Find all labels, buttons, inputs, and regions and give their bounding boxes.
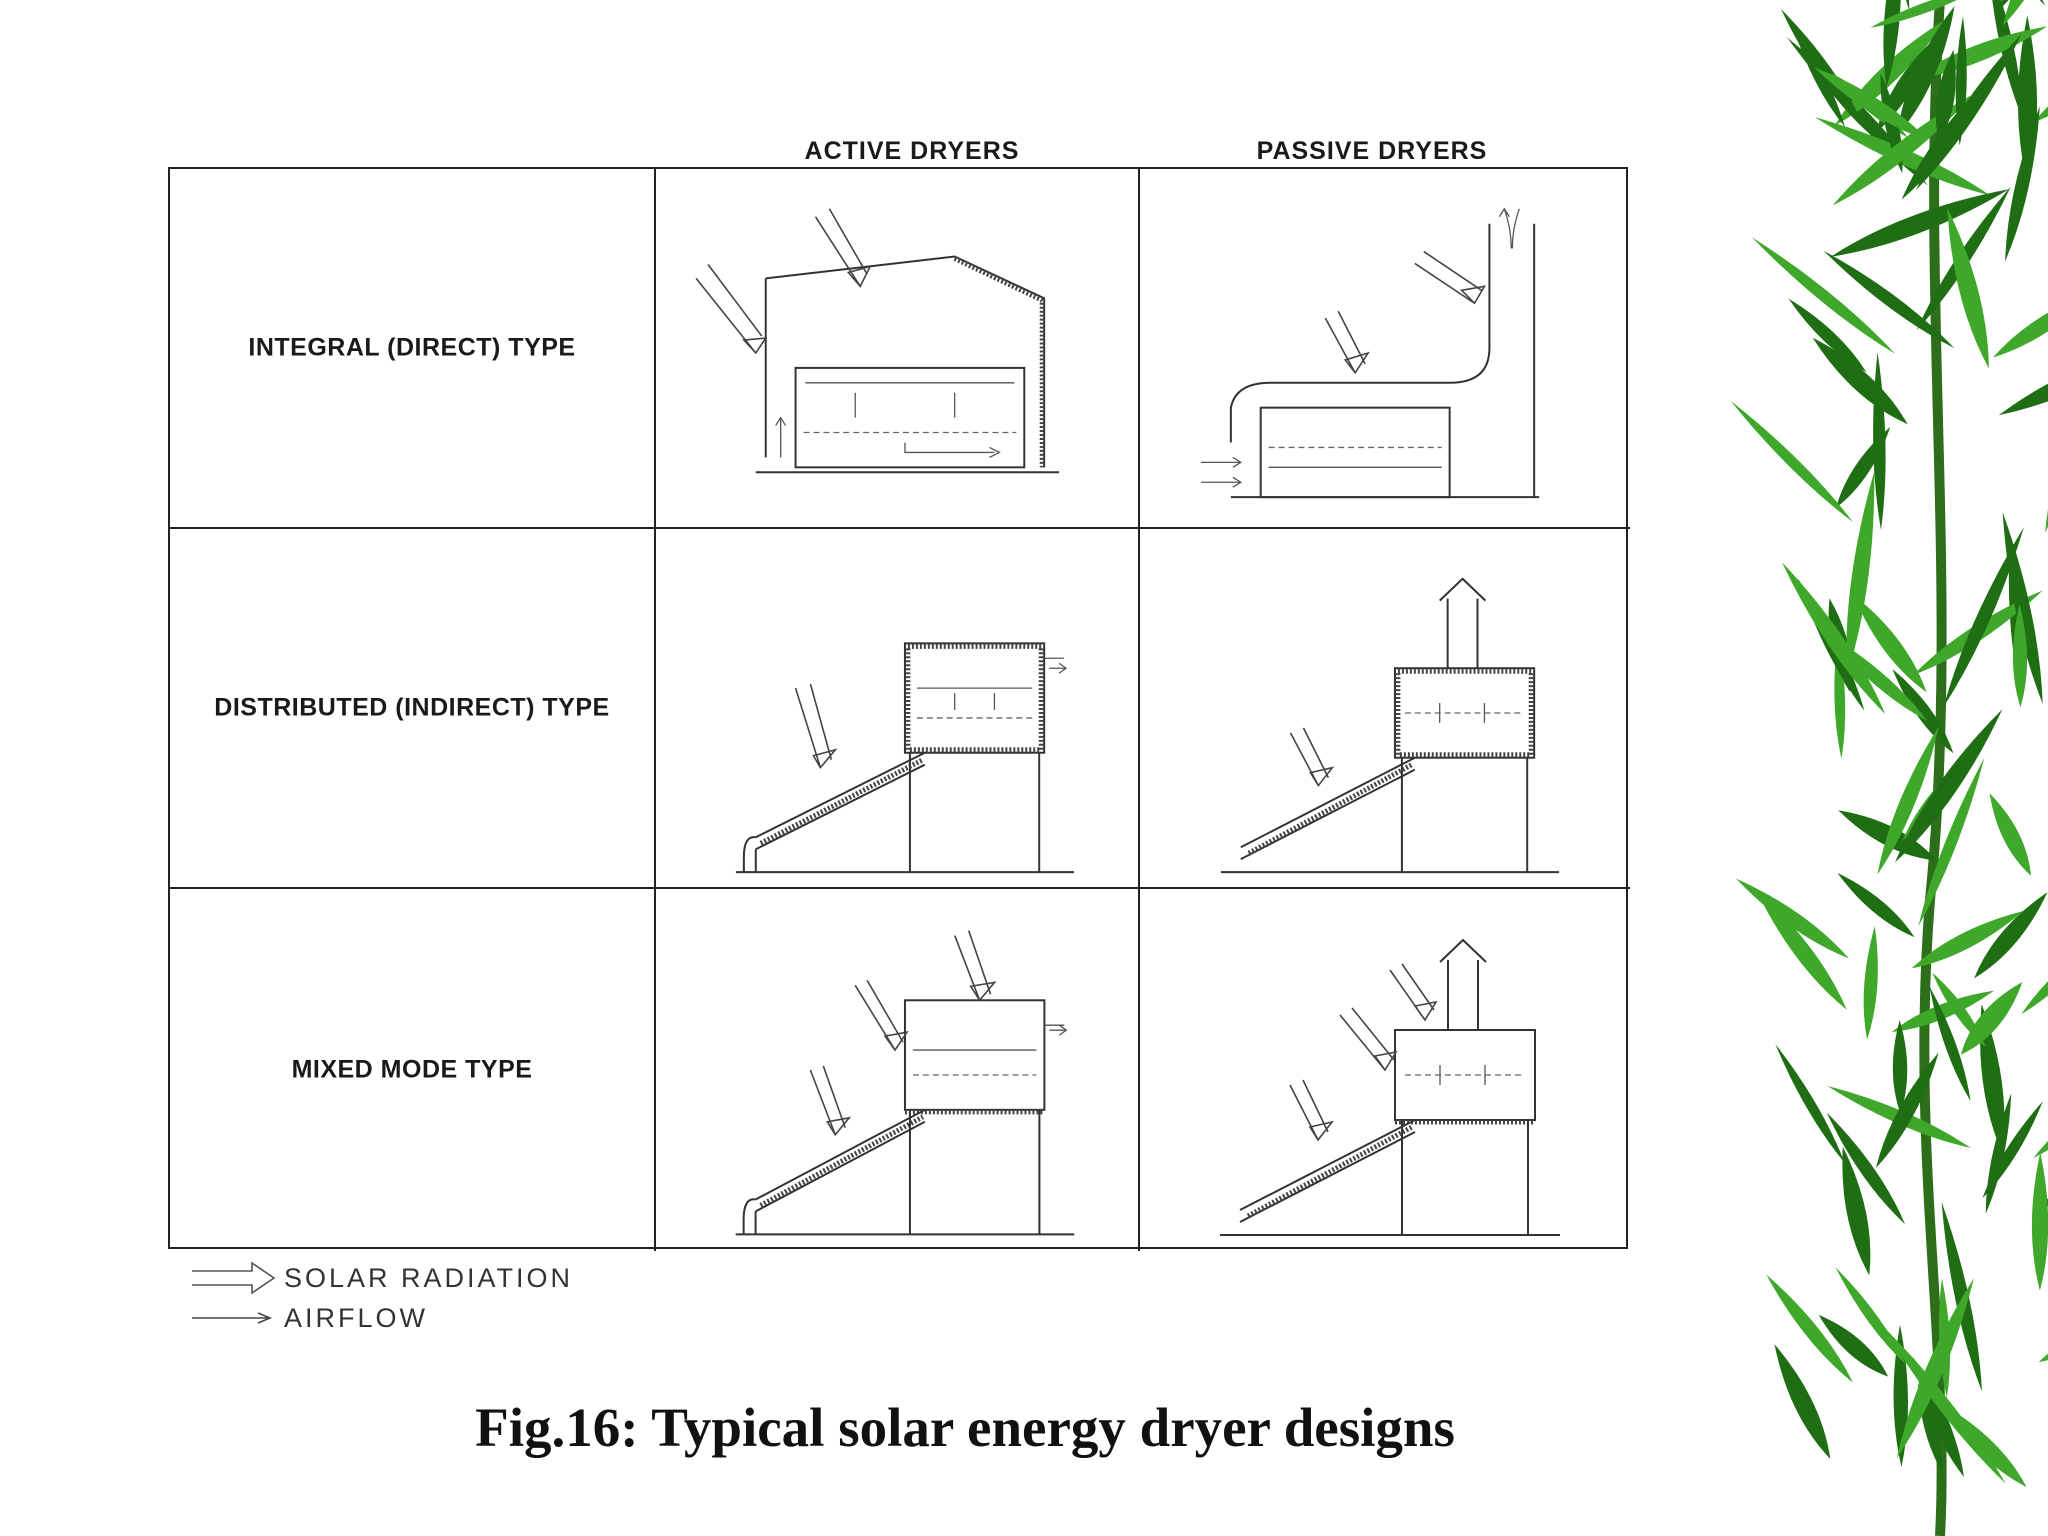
bamboo-leaf bbox=[1823, 250, 1955, 349]
bamboo-leaf bbox=[1832, 93, 1974, 206]
passive-mixed-drawing bbox=[1220, 938, 1560, 1236]
legend-label-solar: SOLAR RADIATION bbox=[284, 1262, 574, 1293]
bamboo-leaf bbox=[1875, 1052, 1939, 1168]
column-header-active: ACTIVE DRYERS bbox=[804, 137, 1020, 165]
line-arrow-icon bbox=[192, 1312, 273, 1324]
bamboo-leaf bbox=[2012, 604, 2028, 708]
bamboo-leaf bbox=[1788, 298, 1867, 373]
bamboo-leaf bbox=[2045, 352, 2048, 533]
bamboo-leaf bbox=[1941, 1201, 1982, 1392]
figure-caption: Fig.16: Typical solar energy dryer desig… bbox=[475, 1397, 1455, 1458]
active-mixed-diagram bbox=[656, 889, 1140, 1251]
bamboo-leaf bbox=[1756, 890, 1847, 1010]
bamboo-leaves-decoration bbox=[1730, 0, 2048, 1536]
passive-mixed-diagram bbox=[1140, 889, 1630, 1251]
legend: SOLAR RADIATION AIRFLOW bbox=[190, 1258, 573, 1338]
bamboo-leaf bbox=[2005, 106, 2040, 262]
passive-integral-diagram bbox=[1140, 169, 1630, 529]
bamboo-leaf bbox=[1846, 471, 1875, 677]
column-header-passive: PASSIVE DRYERS bbox=[1256, 137, 1488, 165]
bamboo-leaf bbox=[1901, 78, 1991, 200]
bamboo-leaf bbox=[1911, 910, 2024, 969]
bamboo-leaf bbox=[1812, 337, 1908, 425]
bamboo-leaf bbox=[1929, 986, 1971, 1102]
bamboo-leaf bbox=[1896, 1277, 1975, 1459]
bamboo-leaf bbox=[1863, 925, 1878, 1040]
passive-distributed-drawing bbox=[1220, 577, 1560, 874]
hollow-arrow-icon bbox=[192, 1261, 276, 1295]
active-distributed-drawing bbox=[735, 642, 1075, 874]
bamboo-leaf bbox=[1891, 990, 1995, 1032]
bamboo-leaf bbox=[1735, 878, 1849, 959]
bamboo-leaf bbox=[2031, 1152, 2048, 1291]
bamboo-leaf bbox=[1935, 49, 1956, 143]
row-label-distributed: DISTRIBUTED (INDIRECT) TYPE bbox=[214, 693, 610, 722]
bamboo-leaf bbox=[1818, 1314, 1889, 1377]
bamboo-leaf bbox=[1938, 1278, 1951, 1398]
bamboo-leaf bbox=[1892, 1019, 1908, 1114]
bamboo-leaf bbox=[1960, 982, 2023, 1055]
bamboo-leaf bbox=[1830, 189, 2010, 257]
bamboo-leaf bbox=[1781, 9, 1866, 131]
active-mixed-drawing bbox=[735, 930, 1075, 1236]
bamboo-leaf bbox=[1911, 26, 2048, 80]
row-label-cell-mixed: MIXED MODE TYPE bbox=[170, 889, 656, 1251]
bamboo-leaf bbox=[1980, 1004, 2005, 1153]
bamboo-leaf bbox=[1892, 669, 1954, 754]
passive-integral-drawing bbox=[1201, 207, 1540, 499]
active-integral-diagram bbox=[656, 169, 1140, 529]
dryer-type-table: INTEGRAL (DIRECT) TYPE bbox=[168, 167, 1630, 1251]
bamboo-leaf bbox=[1974, 892, 2048, 979]
bamboo-leaf bbox=[1842, 1146, 1871, 1276]
bamboo-leaf bbox=[1766, 1274, 1854, 1383]
bamboo-leaf bbox=[1942, 1404, 2027, 1488]
bamboo-leaf bbox=[1955, 16, 1967, 146]
row-label-integral: INTEGRAL (DIRECT) TYPE bbox=[248, 333, 576, 362]
bamboo-leaf bbox=[1836, 426, 1891, 508]
active-integral-drawing bbox=[695, 208, 1060, 474]
row-label-cell-integral: INTEGRAL (DIRECT) TYPE bbox=[170, 169, 656, 529]
bamboo-leaf bbox=[1989, 793, 2032, 876]
bamboo-leaf bbox=[1947, 207, 1989, 369]
bamboo-leaf bbox=[1883, 0, 1901, 88]
bamboo-leaf bbox=[1943, 526, 2024, 707]
row-label-cell-distributed: DISTRIBUTED (INDIRECT) TYPE bbox=[170, 529, 656, 889]
bamboo-leaf bbox=[1998, 335, 2048, 416]
bamboo-leaf bbox=[2038, 1299, 2048, 1363]
row-label-mixed: MIXED MODE TYPE bbox=[291, 1055, 533, 1084]
bamboo-leaf bbox=[1837, 872, 1915, 938]
bamboo-leaf bbox=[1918, 757, 1985, 927]
bamboo-leaf bbox=[1814, 67, 1929, 141]
bamboo-leaf bbox=[1877, 726, 1939, 875]
legend-item-solar: SOLAR RADIATION bbox=[190, 1258, 573, 1298]
bamboo-leaf bbox=[2021, 932, 2048, 1015]
bamboo-leaf bbox=[1894, 709, 2003, 863]
bamboo-leaf bbox=[1982, 1101, 2043, 1199]
bamboo-leaf bbox=[1827, 1085, 1971, 1148]
legend-item-airflow: AIRFLOW bbox=[190, 1298, 573, 1338]
bamboo-leaf bbox=[1824, 632, 1927, 721]
legend-label-airflow: AIRFLOW bbox=[284, 1302, 429, 1333]
bamboo-leaf bbox=[1730, 400, 1854, 523]
bamboo-leaf bbox=[1775, 1043, 1845, 1163]
bamboo-leaf bbox=[1897, 5, 1955, 136]
bamboo-leaf bbox=[1835, 1267, 1906, 1365]
bamboo-leaf bbox=[2033, 1067, 2048, 1158]
passive-distributed-diagram bbox=[1140, 529, 1630, 889]
bamboo-leaf bbox=[1853, 594, 1927, 693]
bamboo-leaf bbox=[1751, 237, 1896, 354]
bamboo-leaf bbox=[1826, 1112, 1906, 1225]
bamboo-leaf bbox=[1992, 288, 2048, 358]
bamboo-leaf bbox=[1870, 0, 1988, 28]
active-distributed-diagram bbox=[656, 529, 1140, 889]
